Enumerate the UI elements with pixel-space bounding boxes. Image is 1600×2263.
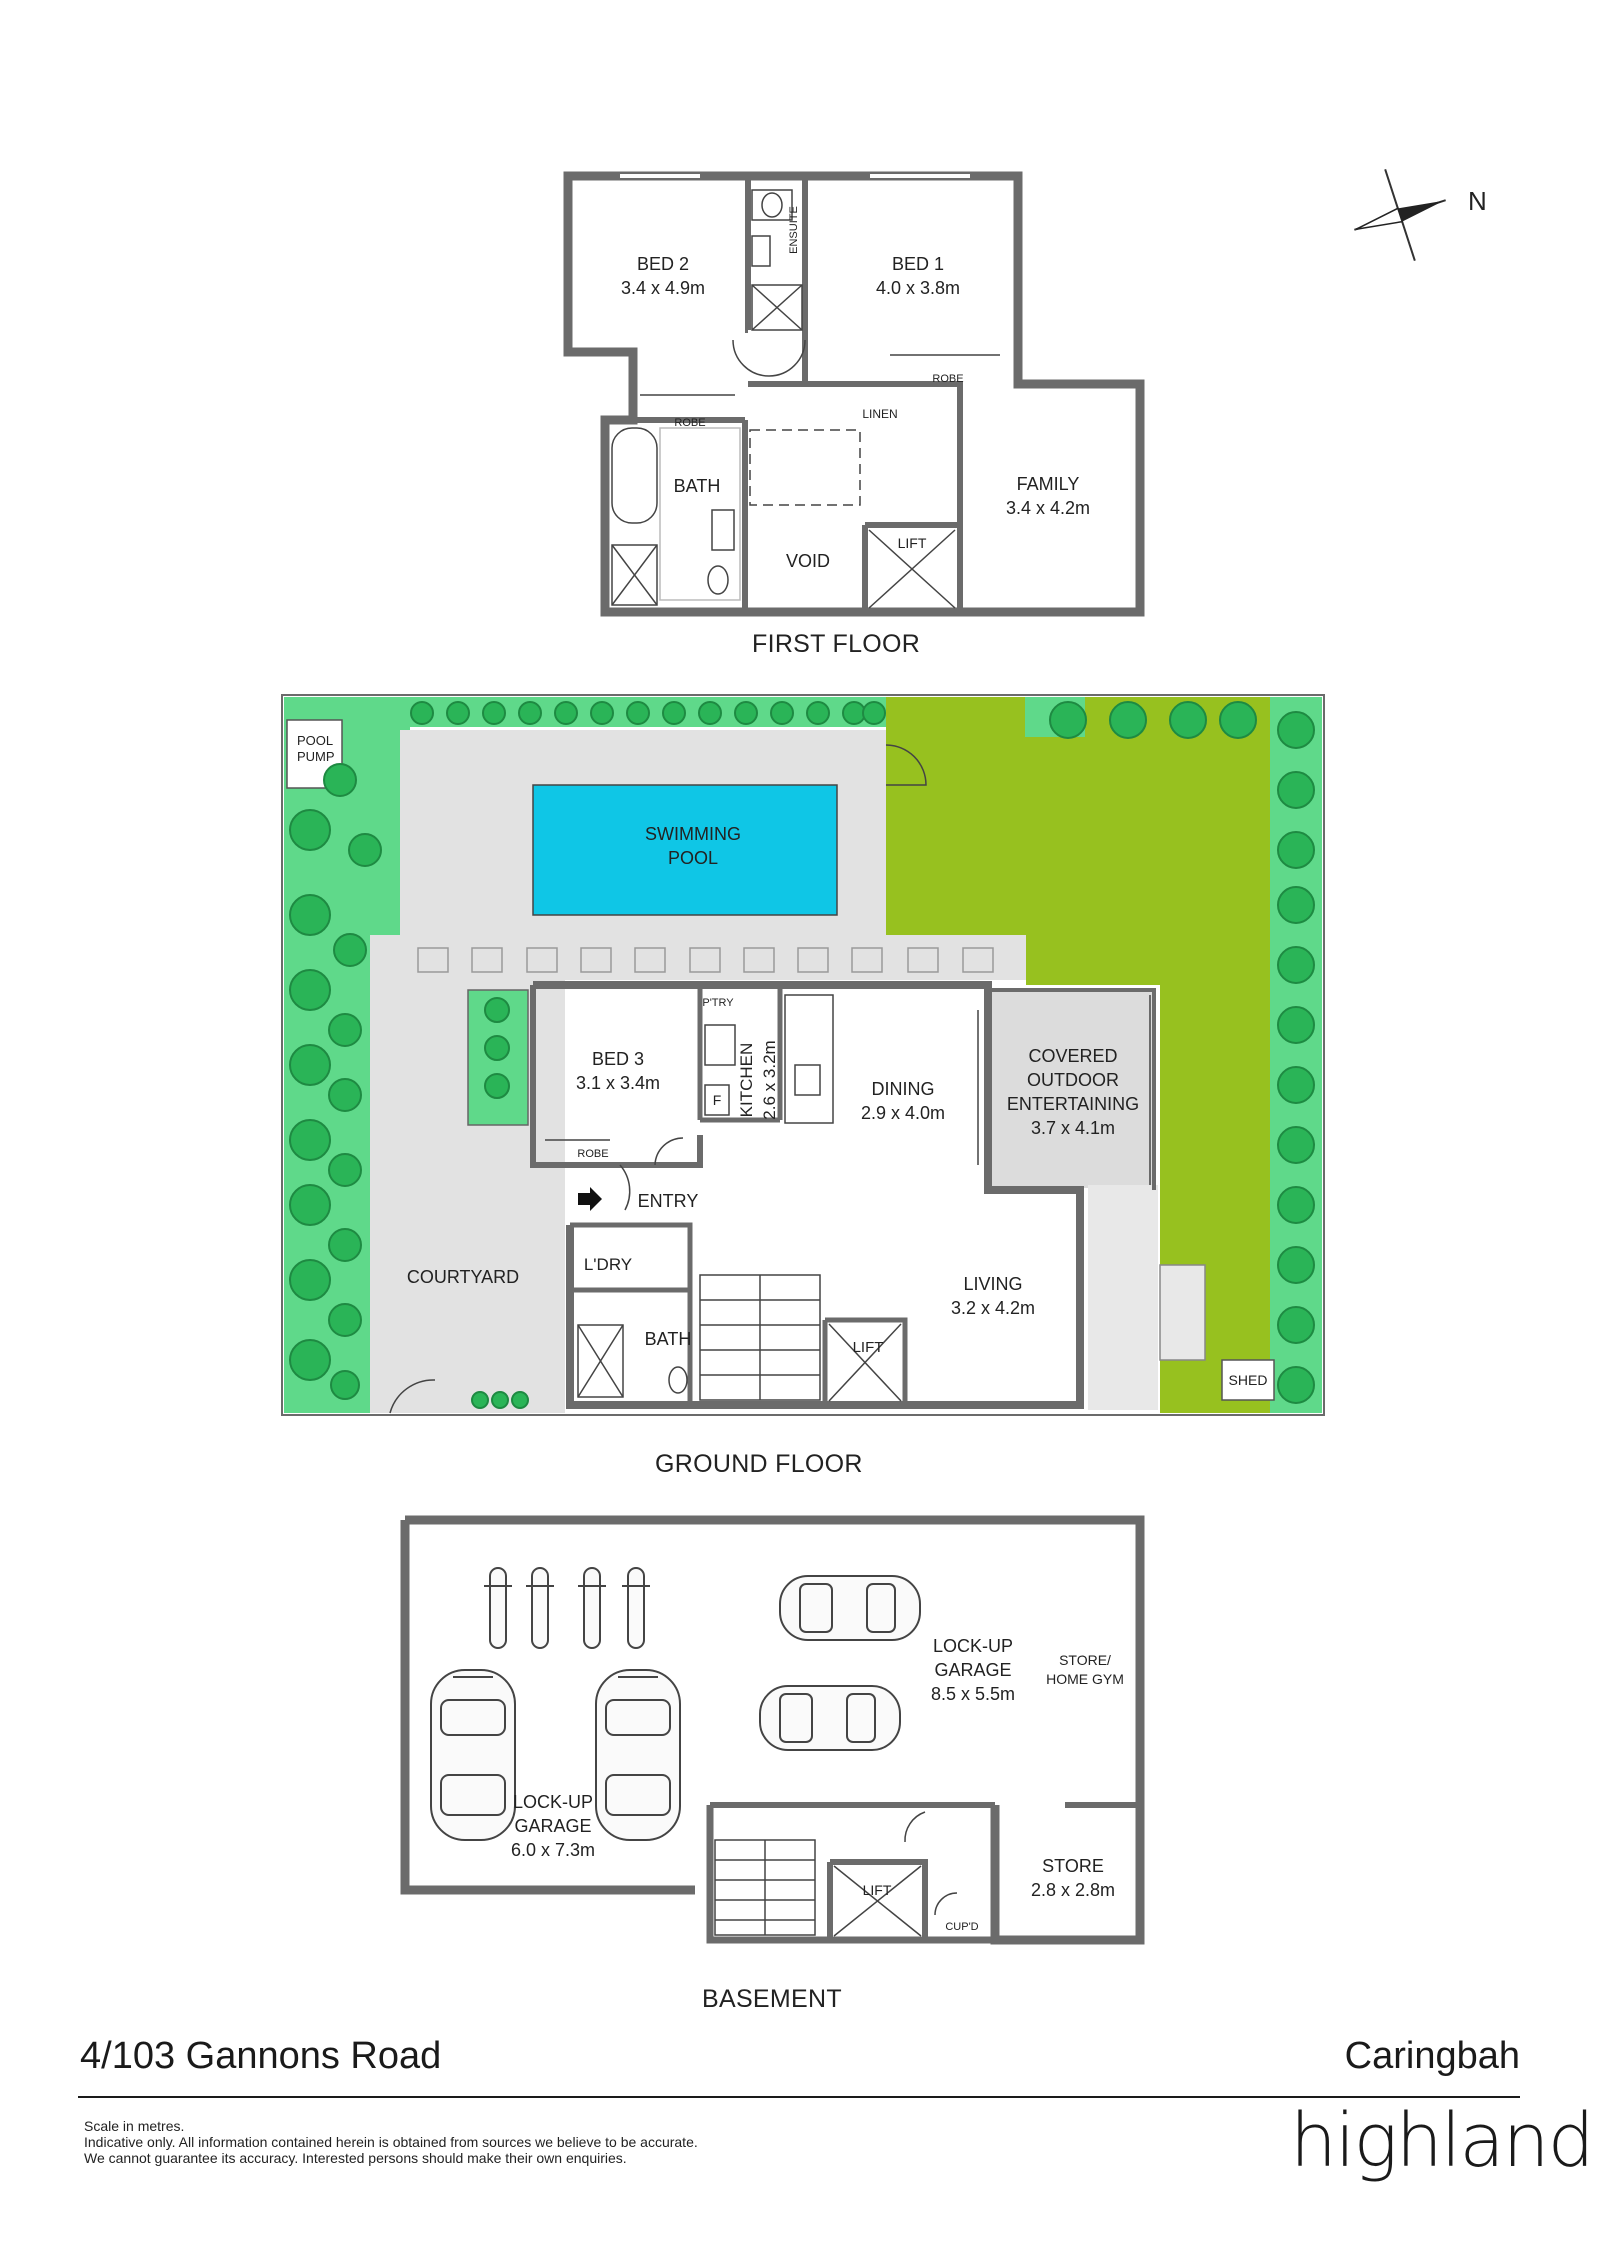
entry-arrow-icon	[578, 1187, 602, 1211]
room-bed3-name: BED 3	[592, 1049, 644, 1069]
pool-pump-label-1: POOL	[297, 733, 333, 748]
compass-north-label: N	[1468, 186, 1487, 216]
motorbike-icon	[622, 1567, 650, 1649]
courtyard-label: COURTYARD	[407, 1267, 519, 1287]
outdoor-label-1: COVERED	[1028, 1046, 1117, 1066]
outdoor-label-2: OUTDOOR	[1027, 1070, 1119, 1090]
room-bed1-name: BED 1	[892, 254, 944, 274]
basement-walls	[400, 1515, 1145, 1945]
property-address: 4/103 Gannons Road	[80, 2035, 442, 2077]
room-bed3-dim: 3.1 x 3.4m	[576, 1073, 660, 1093]
pool-label-1: SWIMMING	[645, 824, 741, 844]
garage-right-label-2: GARAGE	[934, 1660, 1011, 1680]
room-living-name: LIVING	[963, 1274, 1022, 1294]
shed-label: SHED	[1229, 1372, 1268, 1388]
basement-details	[714, 1811, 958, 1937]
disclaimer-line-1: Scale in metres.	[84, 2118, 185, 2134]
brand-logo: highland	[1290, 2098, 1595, 2184]
room-kitchen-dim: 2.6 x 3.2m	[760, 1040, 779, 1119]
room-bath-ground-label: BATH	[645, 1329, 692, 1349]
room-bed1-dim: 4.0 x 3.8m	[876, 278, 960, 298]
basement-title: BASEMENT	[702, 1985, 842, 2013]
first-floor-details	[611, 174, 1000, 609]
property-suburb: Caringbah	[1344, 2035, 1520, 2077]
garage-left-dim: 6.0 x 7.3m	[511, 1840, 595, 1860]
void-label: VOID	[786, 551, 830, 571]
ground-floor-details	[389, 744, 1151, 1414]
laundry-label: L'DRY	[584, 1255, 632, 1274]
room-bath-upper-label: BATH	[674, 476, 721, 496]
room-bed2-dim: 3.4 x 4.9m	[621, 278, 705, 298]
garage-right-dim: 8.5 x 5.5m	[931, 1684, 1015, 1704]
cupboard-label: CUP'D	[945, 1921, 978, 1933]
garage-right-label-1: LOCK-UP	[933, 1636, 1013, 1656]
ground-floor-title: GROUND FLOOR	[655, 1450, 863, 1478]
pool-pump-label-2: PUMP	[297, 749, 335, 764]
disclaimer-line-2: Indicative only. All information contain…	[84, 2134, 698, 2150]
garden-trees	[289, 701, 1315, 1409]
room-ensuite-label: ENSUITE	[788, 206, 800, 254]
pool-label-2: POOL	[668, 848, 718, 868]
motorbike-icon	[578, 1567, 606, 1649]
room-kitchen-name: KITCHEN	[737, 1043, 756, 1118]
outdoor-label-3: ENTERTAINING	[1007, 1094, 1139, 1114]
car-icon-group	[430, 1567, 921, 1841]
footer-divider	[78, 2096, 1520, 2098]
store-name: STORE	[1042, 1856, 1104, 1876]
motorbike-icon	[526, 1567, 554, 1649]
first-floor-title: FIRST FLOOR	[752, 630, 921, 658]
lift-basement-label: LIFT	[863, 1882, 892, 1898]
robe-right-label: ROBE	[932, 373, 963, 385]
store-gym-label-2: HOME GYM	[1046, 1671, 1124, 1687]
motorbike-icon	[484, 1567, 512, 1649]
room-bed2-name: BED 2	[637, 254, 689, 274]
linen-label: LINEN	[862, 407, 897, 421]
first-floor-plan	[563, 171, 1145, 617]
fridge-label: F	[713, 1092, 722, 1108]
garage-left-label-1: LOCK-UP	[513, 1792, 593, 1812]
store-gym-label-1: STORE/	[1059, 1652, 1111, 1668]
robe-left-label: ROBE	[674, 417, 705, 429]
car-icon	[430, 1669, 516, 1841]
store-dim: 2.8 x 2.8m	[1031, 1880, 1115, 1900]
room-family-name: FAMILY	[1017, 474, 1080, 494]
car-icon	[595, 1669, 681, 1841]
compass-icon	[1354, 169, 1446, 261]
ground-floor-site	[281, 694, 1325, 1416]
outdoor-dim: 3.7 x 4.1m	[1031, 1118, 1115, 1138]
car-icon	[759, 1685, 901, 1751]
pantry-label: P'TRY	[702, 997, 734, 1009]
robe-ground-label: ROBE	[577, 1148, 608, 1160]
lift-upper-label: LIFT	[898, 535, 927, 551]
room-living-dim: 3.2 x 4.2m	[951, 1298, 1035, 1318]
room-family-dim: 3.4 x 4.2m	[1006, 498, 1090, 518]
ground-floor-walls	[530, 981, 1156, 1409]
lift-ground-label: LIFT	[853, 1339, 884, 1356]
entry-label: ENTRY	[638, 1191, 699, 1211]
disclaimer-line-3: We cannot guarantee its accuracy. Intere…	[84, 2150, 627, 2166]
room-dining-dim: 2.9 x 4.0m	[861, 1103, 945, 1123]
garage-left-label-2: GARAGE	[514, 1816, 591, 1836]
car-icon	[779, 1575, 921, 1641]
room-dining-name: DINING	[872, 1079, 935, 1099]
